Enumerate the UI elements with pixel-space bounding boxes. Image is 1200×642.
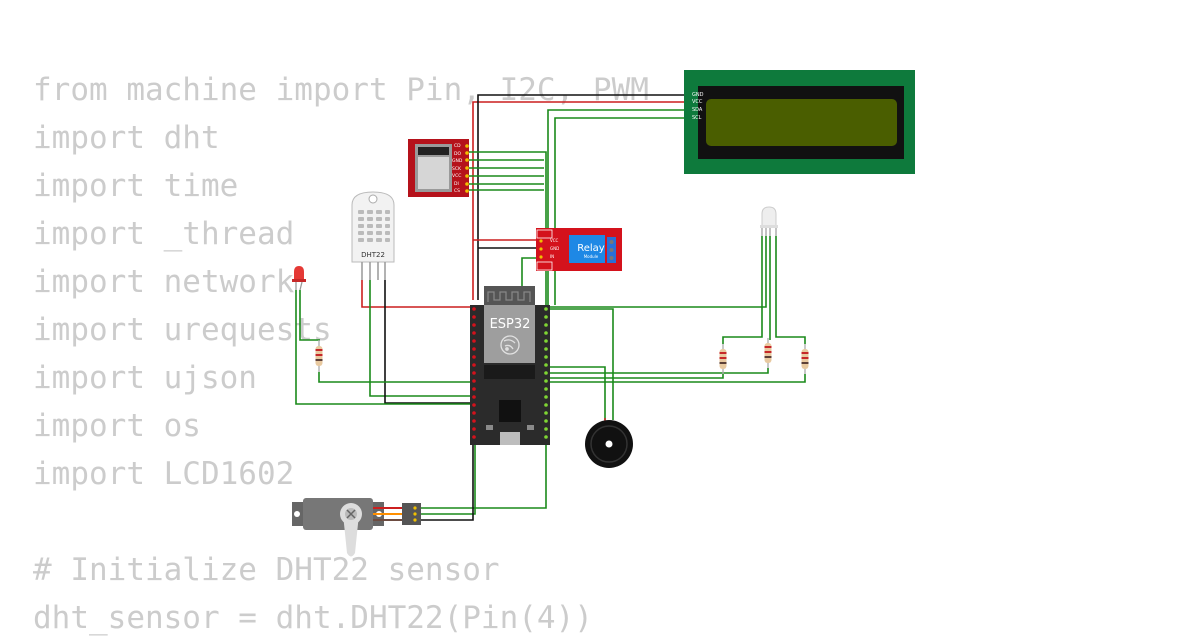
- sd-card-module[interactable]: CD DO GND SCK VCC DI CS: [408, 139, 469, 197]
- code-line: import os: [33, 408, 201, 444]
- resistor-rgb-blue[interactable]: [801, 344, 809, 374]
- dht22-label: DHT22: [361, 251, 385, 259]
- lcd-display[interactable]: GND VCC SDA SCL: [684, 70, 915, 174]
- sd-pin-labels: CD DO GND SCK VCC DI CS: [452, 143, 463, 194]
- code-line: import time: [33, 168, 239, 204]
- lcd-pin-label: SCL: [692, 115, 702, 121]
- relay-sublabel: Module: [584, 254, 599, 259]
- wire-lcd-gnd[interactable]: [477, 94, 690, 300]
- wire-led-gnd[interactable]: [295, 290, 475, 405]
- code-line: import ujson: [33, 360, 257, 396]
- wire-led-red[interactable]: [299, 290, 320, 341]
- wire-lcd-sda[interactable]: [547, 109, 690, 305]
- relay-label: Relay: [577, 243, 605, 254]
- relay-pin-label: IN: [550, 254, 554, 259]
- sd-pin-label: DI: [454, 181, 459, 187]
- wire-servo-3[interactable]: [421, 445, 474, 521]
- resistor-rgb-red[interactable]: [719, 344, 727, 374]
- wire-dht-gnd[interactable]: [384, 280, 475, 404]
- sd-pin-label: SCK: [452, 166, 462, 172]
- esp32-logo: [500, 335, 520, 355]
- wire-lcd-vcc[interactable]: [472, 101, 690, 300]
- wire-led-res[interactable]: [318, 372, 475, 383]
- lcd-pin-label: VCC: [692, 99, 703, 105]
- wire-lcd-scl[interactable]: [554, 117, 690, 305]
- wire-rgb-r[interactable]: [722, 236, 763, 344]
- sd-pin-label: VCC: [452, 173, 461, 179]
- code-line: import dht: [33, 120, 220, 156]
- wire-sd-1[interactable]: [469, 151, 547, 305]
- code-line: # Initialize DHT22 sensor: [33, 552, 500, 588]
- resistor-rgb-green[interactable]: [764, 338, 772, 368]
- esp32-label: ESP32: [490, 317, 531, 332]
- wire-buzzer-2[interactable]: [550, 308, 614, 420]
- code-line: import _thread: [33, 216, 295, 252]
- wire-servo-1[interactable]: [421, 445, 547, 509]
- wire-res-r[interactable]: [550, 374, 724, 379]
- lcd-pin-label: GND: [692, 92, 704, 98]
- sd-pin-label: DO: [454, 151, 461, 157]
- wire-servo-2[interactable]: [421, 445, 476, 515]
- wire-res-b[interactable]: [550, 374, 806, 383]
- relay-pin-label: VCC: [550, 238, 559, 243]
- buzzer[interactable]: [585, 418, 633, 468]
- servo-motor[interactable]: [292, 498, 421, 557]
- code-line: import LCD1602: [33, 456, 295, 492]
- resistor-led[interactable]: [315, 340, 323, 372]
- relay-module[interactable]: Relay Module VCC GND IN: [536, 228, 622, 271]
- relay-pin-label: GND: [550, 246, 559, 251]
- wire-rgb-b[interactable]: [775, 236, 806, 344]
- esp32-board[interactable]: ESP32: [470, 286, 550, 445]
- wire-rgb-common[interactable]: [550, 236, 767, 308]
- code-line: import urequests: [33, 312, 332, 348]
- wire-dht-vcc[interactable]: [361, 280, 473, 308]
- wire-buzzer-1[interactable]: [550, 366, 606, 420]
- wires: [295, 94, 806, 521]
- dht22-sensor[interactable]: DHT22: [351, 191, 395, 280]
- sd-pin-label: CS: [454, 188, 460, 194]
- red-led[interactable]: [292, 266, 306, 291]
- sd-pin-label: CD: [454, 143, 461, 149]
- lcd-pin-label: SDA: [692, 107, 703, 113]
- relay-pin-labels: VCC GND IN: [550, 238, 559, 259]
- wire-dht-data[interactable]: [369, 280, 475, 397]
- wire-res-g[interactable]: [550, 368, 769, 374]
- sd-pin-label: GND: [452, 158, 463, 164]
- rgb-led[interactable]: [760, 206, 778, 236]
- code-line: import network: [33, 264, 295, 300]
- esp32-right-pins: [544, 307, 548, 439]
- esp32-left-pins: [472, 307, 476, 439]
- lcd-pin-labels: GND VCC SDA SCL: [692, 92, 704, 121]
